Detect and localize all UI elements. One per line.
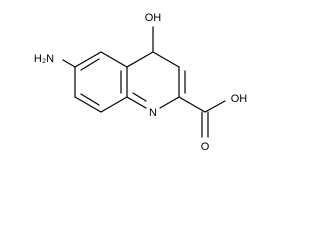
bond-c2-cooh <box>178 96 206 113</box>
carboxyl-oxygen-label: O <box>201 141 210 153</box>
bond-cooh-oh <box>204 100 226 113</box>
bond-n1-c8a-inner <box>132 92 147 102</box>
amino-label: H₂N <box>34 53 54 65</box>
hydroxyl-label: OH <box>145 12 162 24</box>
ring-nitrogen-label: N <box>149 107 157 119</box>
bond-c7-c8 <box>74 96 102 113</box>
atom-labels: OH H₂N N OH O <box>34 12 247 153</box>
bond-c5-c6-inner <box>80 58 100 71</box>
bond-c6-nh2 <box>62 59 76 68</box>
bonds <box>62 26 226 138</box>
bond-c5-c6 <box>74 51 102 68</box>
bond-c4a-c4 <box>126 51 154 68</box>
bond-c4-c3 <box>152 51 180 68</box>
chemical-structure: OH H₂N N OH O <box>34 12 247 153</box>
bond-c2-n1 <box>159 96 180 109</box>
bond-c4a-c5 <box>100 51 128 68</box>
bond-c7-c8-inner <box>80 93 100 106</box>
carboxyl-hydroxyl-label: OH <box>231 93 248 105</box>
bond-c8-c8a <box>100 96 128 113</box>
bond-n1-c8a <box>126 96 147 109</box>
